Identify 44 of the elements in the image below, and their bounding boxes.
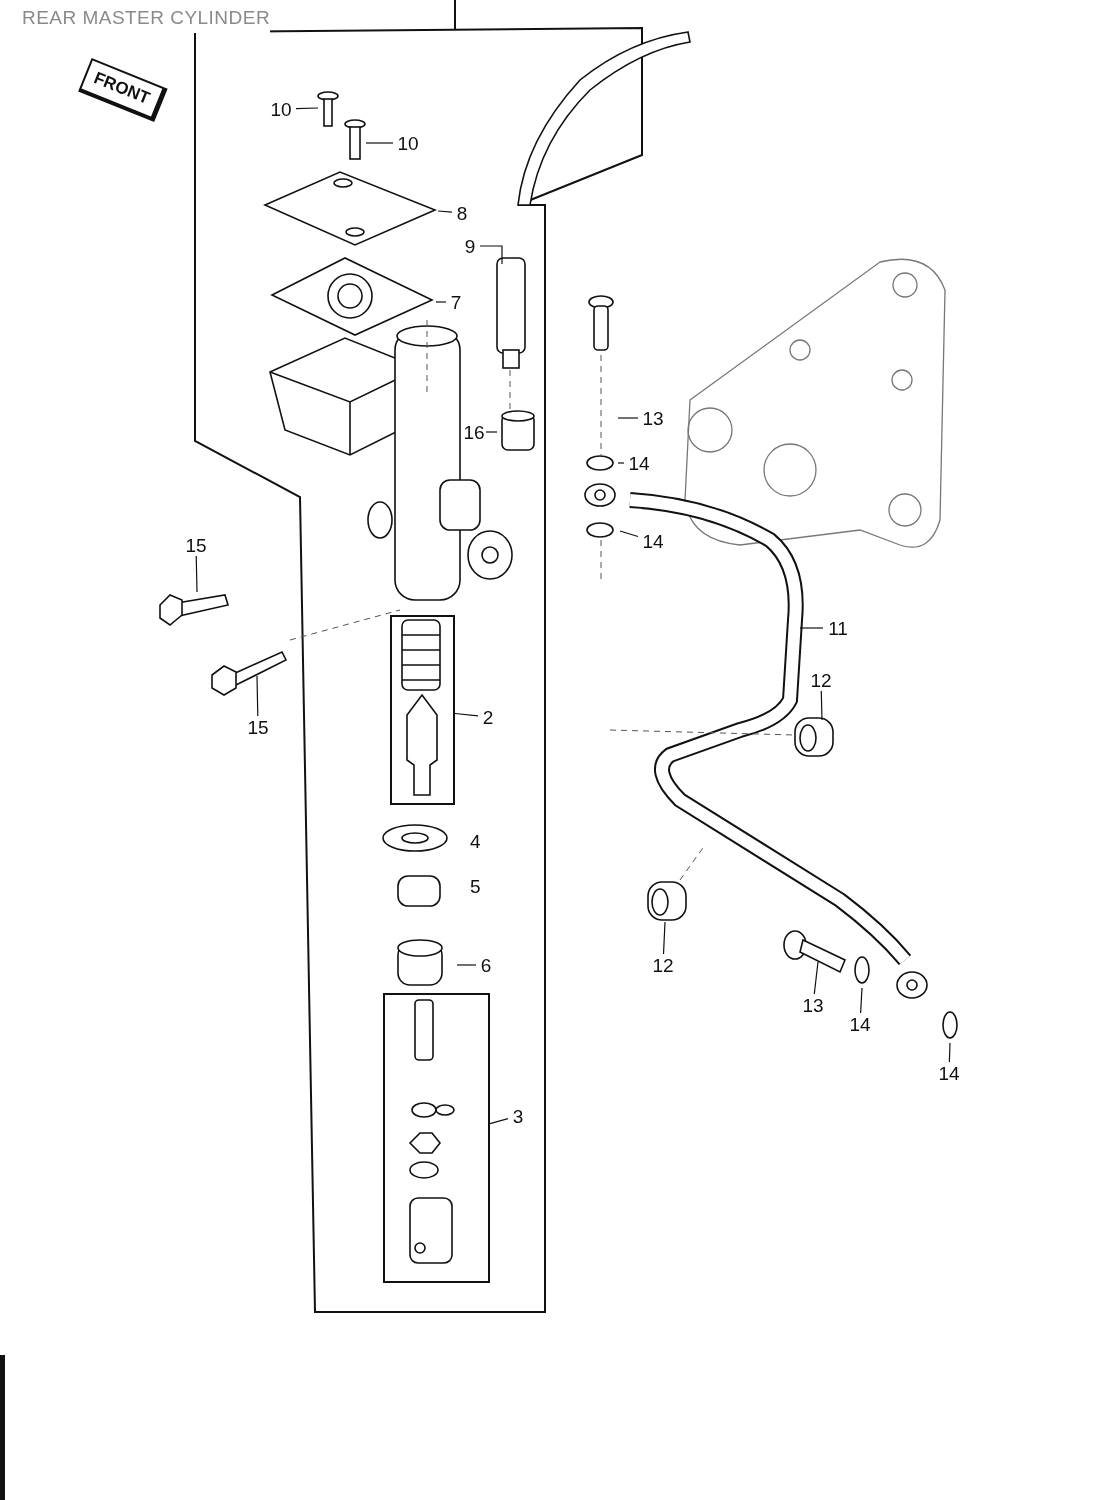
leader-line: [454, 712, 479, 717]
leader-line: [617, 417, 639, 419]
leader-line: [437, 210, 453, 213]
leader-line: [456, 964, 477, 966]
callout-number: 15: [181, 534, 211, 556]
callout-number: 7: [446, 291, 466, 313]
callout-number: 14: [624, 452, 654, 474]
leader-line: [256, 675, 259, 717]
callout-number: 16: [462, 421, 486, 443]
callout-number: 10: [266, 98, 296, 120]
callout-number: 12: [806, 669, 836, 691]
callout-number: 5: [470, 877, 481, 896]
group-bracket: [383, 993, 490, 1283]
leader-line: [617, 462, 625, 464]
callout-number: 2: [478, 706, 498, 728]
leader-line: [799, 627, 824, 629]
callout-number: 13: [798, 994, 828, 1016]
leader-line: [295, 107, 319, 110]
group-bracket: [390, 615, 455, 805]
callout-number: 6: [476, 954, 496, 976]
callout-number: 14: [638, 530, 668, 552]
leader-line: [435, 301, 447, 303]
callout-number: 11: [823, 617, 853, 639]
leader-line: [489, 1118, 509, 1125]
leader-line: [485, 431, 498, 433]
callout-number: 14: [934, 1062, 964, 1084]
callout-number: 8: [452, 202, 472, 224]
callout-number: 10: [393, 132, 423, 154]
leader-line: [860, 987, 863, 1014]
callout-number: 12: [648, 954, 678, 976]
leader-line: [820, 690, 823, 721]
leader-line: [195, 555, 198, 593]
leader-line: [479, 245, 503, 265]
callout-number: 14: [845, 1013, 875, 1035]
callout-number: 4: [470, 832, 481, 851]
leader-line: [365, 142, 394, 144]
callout-number: 15: [243, 716, 273, 738]
leader-line: [813, 961, 819, 995]
leader-line: [662, 921, 666, 955]
callout-number: 9: [460, 235, 480, 257]
leader-line: [948, 1042, 951, 1063]
callout-number: 13: [638, 407, 668, 429]
leader-line: [619, 530, 639, 538]
callout-number: 3: [508, 1105, 528, 1127]
